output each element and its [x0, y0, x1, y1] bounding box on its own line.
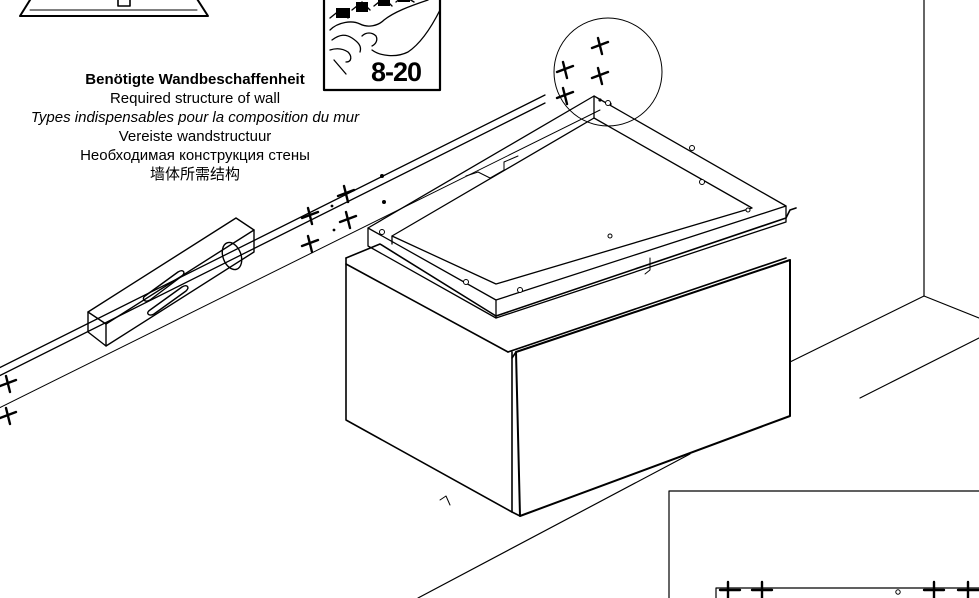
mounting-frame	[367, 95, 787, 319]
cabinet-body	[345, 207, 797, 517]
caption-nl: Vereiste wandstructuur	[118, 128, 272, 145]
frame-screws	[379, 100, 751, 293]
wall-structure-caption: Benötigte Wandbeschaffenheit Required st…	[0, 70, 430, 184]
inset-panel	[668, 490, 979, 598]
anchor-size-label: 8-20	[371, 57, 422, 87]
drill-cross-icon	[0, 36, 979, 598]
caption-en: Required structure of wall	[109, 90, 281, 107]
caption-zh: 墙体所需结构	[149, 166, 240, 183]
wall-line	[0, 94, 601, 409]
caption-ru: Необходимая конструкция стены	[80, 147, 310, 164]
warning-triangle-icon	[19, 0, 209, 17]
wall-anchor-hand-icon	[322, 0, 442, 92]
caption-de: Benötigte Wandbeschaffenheit	[85, 71, 305, 88]
caption-fr: Types indispensables pour la composition…	[30, 109, 360, 126]
room-corner	[417, 0, 979, 598]
spirit-level-icon	[87, 217, 255, 347]
